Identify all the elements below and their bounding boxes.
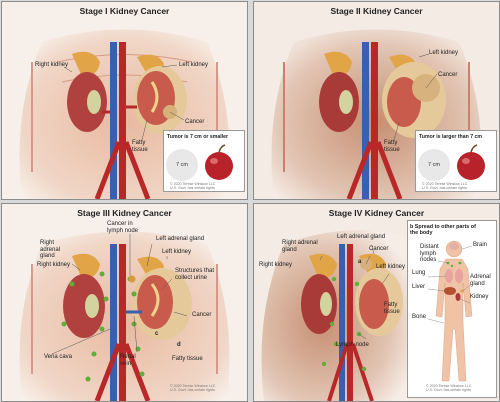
stage-4-panel: Stage IV Kidney Cancer Right adrenal gla… [253,203,500,402]
marker-d: d [177,342,181,348]
tumor-size-comparison-illustration [166,144,233,181]
cancer-label: Cancer [369,246,389,252]
distant-lymph-nodes-label: Distant lymph nodes [420,244,439,264]
stage-2-panel: Stage II Kidney Cancer Left kidney Cance… [253,1,500,200]
liver-label: Liver [412,284,426,290]
cancer-label: Cancer [438,72,458,78]
copyright: © 2020 Terese Winslow LLC U.S. Govt. has… [426,384,471,392]
fatty-tissue-label: Fatty tissue [384,302,400,315]
copyright: © 2020 Terese Winslow LLC U.S. Govt. has… [170,182,215,190]
left-adrenal-gland-label: Left adrenal gland [337,234,386,240]
cancer-label: Cancer [192,312,212,318]
cancer-in-lymph-node-label: Cancer in lymph node [107,221,139,234]
fatty-tissue-label: Fatty tissue [172,356,203,362]
copyright: © 2020 Terese Winslow LLC U.S. Govt. has… [422,182,467,190]
tumor-size-comparison-illustration [418,144,485,181]
stage-3-title: Stage III Kidney Cancer [77,208,172,218]
inset-caption: Tumor is 7 cm or smaller [167,134,229,140]
structures-collect-urine-label: Structures that collect urine [175,268,215,281]
copyright-line: U.S. Govt. has certain rights [170,186,215,191]
kidney-label: Kidney [470,294,489,300]
metastasis-inset [407,220,497,398]
left-kidney-label: Left kidney [179,62,209,68]
size-measure-label: 7 cm [176,162,188,168]
copyright-line: U.S. Govt. has certain rights [170,388,215,393]
copyright-line: © 2020 Terese Winslow LLC [170,182,216,186]
fatty-tissue-label: Fatty tissue [132,140,148,153]
inset-caption: Tumor is larger than 7 cm [419,134,483,140]
brain-label: Brain [473,242,488,248]
body-figure-illustration [427,240,473,382]
copyright-line: U.S. Govt. has certain rights [426,388,471,393]
stage-4-title: Stage IV Kidney Cancer [328,208,425,218]
left-adrenal-gland-label: Left adrenal gland [156,236,205,242]
copyright-line: © 2020 Terese Winslow LLC [422,182,468,186]
bone-label: Bone [412,314,427,320]
adrenal-gland-label: Adrenal gland [470,274,491,287]
left-kidney-label: Left kidney [429,50,459,56]
right-adrenal-gland-label: Right adrenal gland [40,240,61,260]
marker-c: c [155,331,159,337]
stage-3-anatomy-illustration [2,204,247,401]
spread-title: b Spread to other parts of the body [410,224,476,236]
lymph-node-label: Lymph node [336,342,369,348]
tumor-size-inset: Tumor is 7 cm or smaller 7 cm [163,130,245,192]
size-measure-label: 7 cm [428,162,440,168]
right-kidney-label: Right kidney [35,62,69,68]
cancer-label: Cancer [185,119,205,125]
right-kidney-label: Right kidney [37,262,71,268]
copyright-line: U.S. Govt. has certain rights [422,186,467,191]
renal-vein-label: Renal vein [120,354,136,367]
right-kidney-label: Right kidney [259,262,293,268]
right-adrenal-gland-label: Right adrenal gland [282,240,318,253]
stage-3-panel: Stage III Kidney Cancer Right adrenal gl… [1,203,248,402]
fatty-tissue-label: Fatty tissue [384,140,400,153]
stage-1-title: Stage I Kidney Cancer [79,6,170,16]
lung-label: Lung [412,270,426,276]
marker-a: a [358,259,362,265]
stage-1-panel: Stage I Kidney Cancer Right kidney Left … [1,1,248,200]
stage-2-title: Stage II Kidney Cancer [330,6,423,16]
tumor-size-inset: Tumor is larger than 7 cm 7 cm [415,130,497,192]
copyright-line: © 2020 Terese Winslow LLC [170,384,216,388]
left-kidney-label: Left kidney [162,249,192,255]
left-kidney-label: Left kidney [376,264,406,270]
copyright-line: © 2020 Terese Winslow LLC [426,384,472,388]
copyright: © 2020 Terese Winslow LLC U.S. Govt. has… [170,384,215,392]
vena-cava-label: Vena cava [44,354,73,360]
